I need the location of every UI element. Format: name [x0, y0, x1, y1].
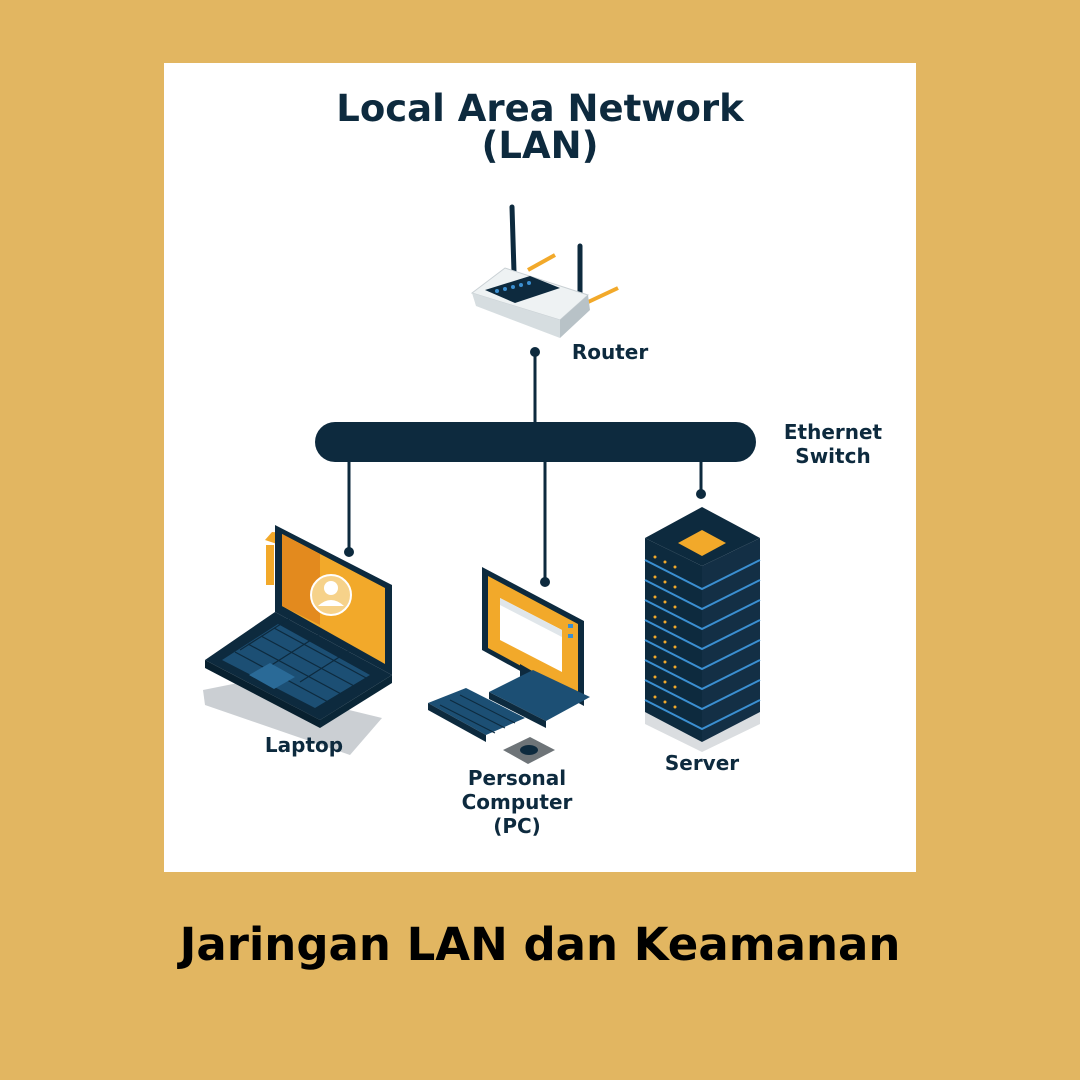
switch-label-line-1: Ethernet [783, 420, 883, 444]
server-port-dot [696, 489, 706, 499]
server-label: Server [648, 751, 756, 775]
diagram-title: Local Area Network (LAN) [0, 90, 1080, 164]
pc-label-line-1: Personal [467, 766, 567, 790]
diagram-card [164, 63, 916, 872]
pc-label-line-2: Computer [461, 790, 573, 814]
pc-label: Personal Computer (PC) [447, 766, 587, 838]
router-label-text: Router [571, 340, 649, 364]
connection-lines [344, 347, 706, 587]
pc-port-dot [540, 577, 550, 587]
router-label: Router [560, 340, 660, 364]
laptop-label: Laptop [248, 733, 360, 757]
laptop-icon [203, 525, 392, 755]
server-label-text: Server [664, 751, 740, 775]
laptop-label-text: Laptop [264, 733, 344, 757]
pc-icon [428, 567, 590, 764]
page-caption: Jaringan LAN dan Keamanan [179, 918, 901, 971]
switch-label-line-2: Switch [795, 444, 871, 468]
laptop-port-dot [344, 547, 354, 557]
router-icon [470, 204, 619, 338]
pc-label-line-3: (PC) [493, 814, 541, 838]
router-port-dot [530, 347, 540, 357]
title-line-2: (LAN) [481, 124, 599, 167]
title-line-1: Local Area Network [336, 87, 744, 130]
switch-label: Ethernet Switch [770, 420, 896, 468]
ethernet-switch-bar [315, 422, 756, 462]
server-icon [644, 507, 761, 752]
